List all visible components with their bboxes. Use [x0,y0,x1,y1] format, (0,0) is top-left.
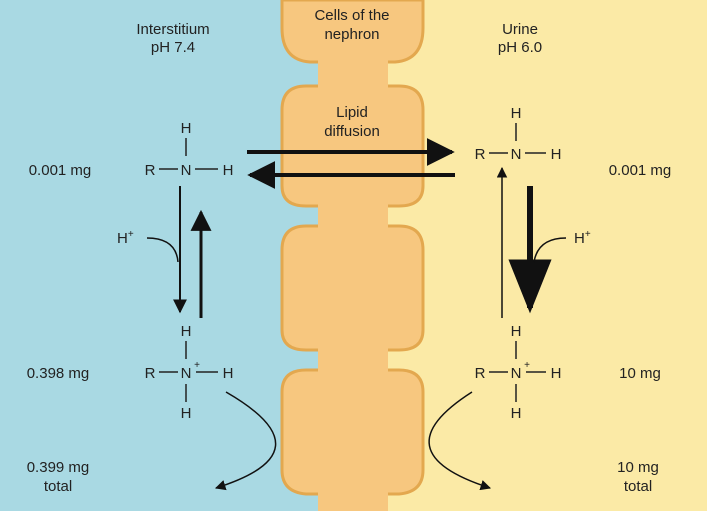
right-proton-curve [533,237,567,263]
right-nh2-n: N [511,146,522,163]
nephron-cell-junction-1 [318,58,388,90]
nephron-title-line2: nephron [324,26,379,43]
nephron-cell-1 [280,0,425,64]
left-nh3-n: N [181,365,192,382]
left-nh2-right-h: H [223,162,234,179]
left-proton-label: H+ [117,229,134,247]
right-nh2-r: R [475,146,486,163]
right-total-curve [428,391,491,491]
right-nh3-top-h: H [511,323,522,340]
left-nh2-r: R [145,162,156,179]
left-nh3-top-h: H [181,323,192,340]
right-total-word: total [624,478,652,495]
right-total-amount: 10 mg [617,459,659,476]
right-ionized-amount: 10 mg [619,365,661,382]
right-nh2-top-h: H [511,105,522,122]
right-proton-label: H+ [574,229,591,247]
nephron-cell-junction-2 [318,202,388,230]
left-ionized-molecule: H R N + H H [145,323,234,422]
nephron-title-line1: Cells of the [314,7,389,24]
right-unionized-amount: 0.001 mg [609,162,672,179]
left-total-curve [214,391,277,491]
right-unionized-molecule: H R N H [475,105,562,163]
left-proton-curve [146,237,179,263]
right-nh3-r: R [475,365,486,382]
left-ionized-amount: 0.398 mg [27,365,90,382]
left-unionized-molecule: H R N H [145,120,234,179]
left-total-amount: 0.399 mg [27,459,90,476]
left-nh2-top-h: H [181,120,192,137]
lipid-diffusion-line2: diffusion [324,123,380,140]
urine-ph: pH 6.0 [498,39,542,56]
nephron-cell-3 [280,224,425,352]
left-total-word: total [44,478,72,495]
right-nh2-right-h: H [551,146,562,163]
right-nh3-charge: + [524,360,530,371]
right-nh3-right-h: H [551,365,562,382]
left-nh2-n: N [181,162,192,179]
nephron-cell-4 [280,368,425,496]
left-nh3-charge: + [194,360,200,371]
interstitium-ph: pH 7.4 [151,39,195,56]
urine-label: Urine [502,21,538,38]
right-nh3-bottom-h: H [511,405,522,422]
left-nh3-right-h: H [223,365,234,382]
right-nh3-n: N [511,365,522,382]
nephron-cell-junction-3 [318,346,388,374]
right-ionized-molecule: H R N + H H [475,323,562,422]
interstitium-label: Interstitium [136,21,209,38]
nephron-cell-junction-4 [318,490,388,511]
left-unionized-amount: 0.001 mg [29,162,92,179]
lipid-diffusion-line1: Lipid [336,104,368,121]
left-nh3-r: R [145,365,156,382]
left-nh3-bottom-h: H [181,405,192,422]
